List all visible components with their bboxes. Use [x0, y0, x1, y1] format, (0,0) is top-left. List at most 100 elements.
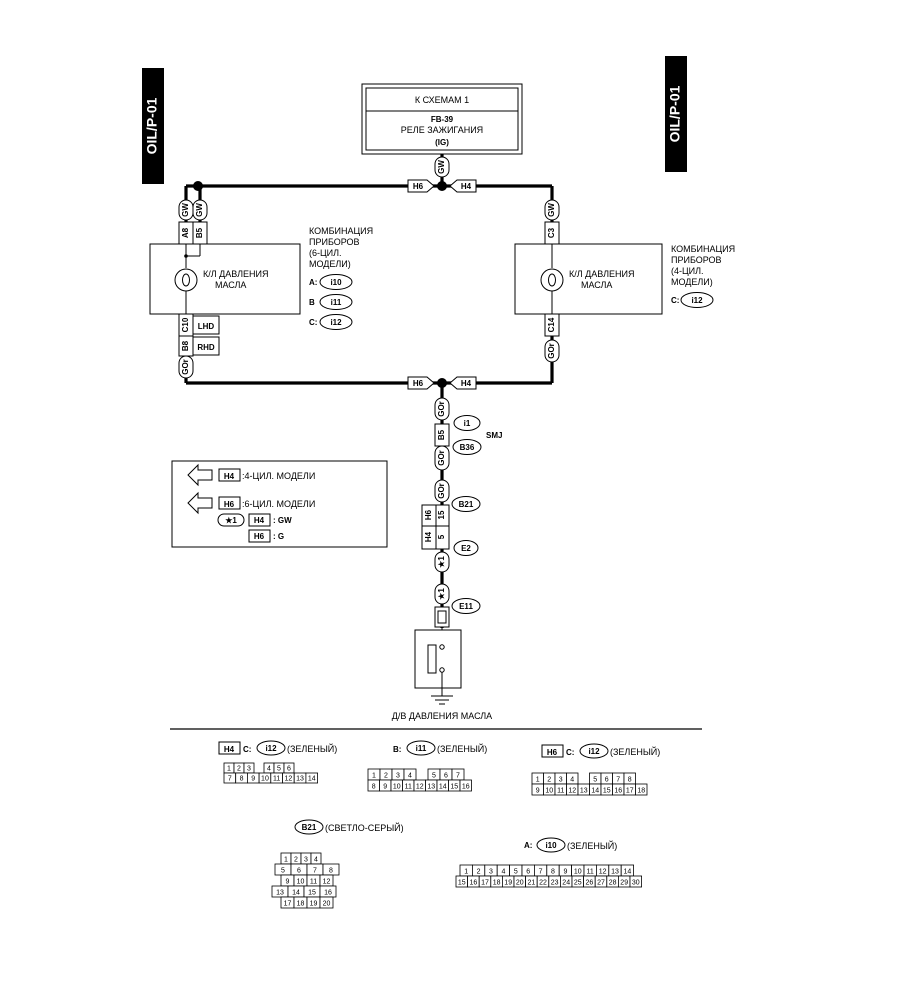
pin-label: 3: [304, 857, 308, 864]
pin-label: 5: [432, 773, 436, 780]
svg-text:A:: A:: [309, 278, 317, 287]
top-box-title: К СХЕМАМ 1: [415, 95, 469, 105]
svg-text:OIL/P-01: OIL/P-01: [144, 97, 160, 154]
svg-text:МАСЛА: МАСЛА: [215, 280, 246, 290]
svg-text:(СВЕТЛО-СЕРЫЙ): (СВЕТЛО-СЕРЫЙ): [325, 822, 404, 833]
pin-label: 4: [570, 777, 574, 784]
svg-text:GOr: GOr: [437, 401, 446, 417]
oil-pressure-switch: E11 Д/В ДАВЛЕНИЯ МАСЛА: [392, 598, 492, 721]
pin-label: 20: [323, 901, 331, 908]
pin-cell: [254, 763, 264, 773]
pin-label: 13: [611, 869, 619, 876]
pin-label: 20: [516, 880, 524, 887]
pin-label: 15: [308, 890, 316, 897]
pin-label: 6: [444, 773, 448, 780]
svg-text:B:: B:: [393, 745, 401, 754]
top-box-sub: (IG): [435, 138, 449, 147]
pin-label: 15: [450, 784, 458, 791]
svg-text:B5: B5: [437, 429, 446, 440]
svg-text:i1: i1: [464, 419, 471, 428]
svg-text:H4: H4: [461, 182, 472, 191]
svg-text:i11: i11: [416, 744, 427, 753]
pin-label: 2: [237, 766, 241, 773]
ignition-relay-box: К СХЕМАМ 1 FB-39 РЕЛЕ ЗАЖИГАНИЯ (IG): [361, 83, 523, 155]
svg-text:C14: C14: [547, 317, 556, 332]
pin-label: 12: [599, 869, 607, 876]
pin-label: 1: [227, 766, 231, 773]
svg-text:i12: i12: [588, 747, 600, 756]
pin-label: 5: [277, 766, 281, 773]
svg-text:МАСЛА: МАСЛА: [581, 280, 612, 290]
pin-label: 10: [545, 788, 553, 795]
svg-text:i11: i11: [331, 298, 342, 307]
pin-label: 13: [296, 776, 304, 783]
pin-label: 16: [470, 880, 478, 887]
pin-label: 11: [587, 869, 594, 876]
pin-label: 18: [297, 901, 305, 908]
pin-label: 9: [536, 788, 540, 795]
pin-label: 25: [574, 880, 582, 887]
pin-label: 6: [526, 869, 530, 876]
pin-label: 16: [614, 788, 622, 795]
svg-text:B36: B36: [460, 443, 475, 452]
svg-text:(4-ЦИЛ.: (4-ЦИЛ.: [671, 266, 704, 276]
pin-label: 7: [539, 869, 543, 876]
pin-label: 2: [294, 857, 298, 864]
pin-label: 9: [383, 784, 387, 791]
svg-text:(ЗЕЛЕНЫЙ): (ЗЕЛЕНЫЙ): [437, 743, 487, 754]
svg-text:H6: H6: [224, 500, 235, 509]
svg-text:: GW: : GW: [273, 516, 292, 525]
pin-label: 13: [580, 788, 588, 795]
pin-label: 7: [616, 777, 620, 784]
svg-text:5: 5: [437, 534, 446, 539]
svg-text:ПРИБОРОВ: ПРИБОРОВ: [671, 255, 722, 265]
svg-text:ПРИБОРОВ: ПРИБОРОВ: [309, 237, 360, 247]
svg-text:МОДЕЛИ): МОДЕЛИ): [671, 277, 713, 287]
pin-label: 30: [632, 880, 640, 887]
pin-cell: [578, 773, 590, 784]
pin-label: 13: [276, 890, 284, 897]
pin-label: 15: [603, 788, 611, 795]
pin-label: 17: [284, 901, 292, 908]
pin-label: 27: [597, 880, 605, 887]
svg-text:E2: E2: [461, 544, 471, 553]
h6-h4-connector: H6 15 H4 5 B21 E2: [421, 496, 481, 556]
left-instrument-cluster: A8 B5 К/Л ДАВЛЕНИЯ МАСЛА C10 B8 LHD RHD …: [149, 221, 373, 357]
pin-label: 14: [308, 776, 316, 783]
top-box-code: FB-39: [431, 115, 454, 124]
pin-label: 5: [281, 868, 285, 875]
pin-label: 11: [273, 776, 280, 783]
svg-text:H4: H4: [224, 472, 235, 481]
pin-cell: [629, 875, 643, 888]
svg-text:i12: i12: [265, 744, 277, 753]
pin-label: 9: [563, 869, 567, 876]
pin-label: 4: [501, 869, 505, 876]
svg-text:C:: C:: [566, 748, 574, 757]
pin-label: 9: [251, 776, 255, 783]
svg-text:GOr: GOr: [181, 359, 190, 375]
svg-text:B8: B8: [181, 340, 190, 351]
svg-text:(ЗЕЛЕНЫЙ): (ЗЕЛЕНЫЙ): [287, 743, 337, 754]
side-tag-right: OIL/P-01: [665, 56, 687, 172]
pin-label: 16: [462, 784, 470, 791]
pin-label: 3: [247, 766, 251, 773]
svg-text:C:: C:: [243, 745, 251, 754]
pin-label: 8: [329, 868, 333, 875]
pin-label: 21: [528, 880, 536, 887]
svg-text:(ЗЕЛЕНЫЙ): (ЗЕЛЕНЫЙ): [610, 746, 660, 757]
svg-text:B21: B21: [302, 823, 317, 832]
top-box-name: РЕЛЕ ЗАЖИГАНИЯ: [401, 125, 483, 135]
svg-text:E11: E11: [459, 602, 473, 611]
svg-text:★1: ★1: [225, 516, 237, 525]
svg-text:КОМБИНАЦИЯ: КОМБИНАЦИЯ: [671, 244, 735, 254]
pin-label: 14: [292, 890, 300, 897]
svg-text:H6: H6: [547, 748, 558, 757]
svg-text::6-ЦИЛ. МОДЕЛИ: :6-ЦИЛ. МОДЕЛИ: [242, 499, 315, 509]
svg-text:GW: GW: [195, 203, 204, 217]
svg-text:H4: H4: [254, 516, 265, 525]
lhd-label: LHD: [198, 322, 215, 331]
